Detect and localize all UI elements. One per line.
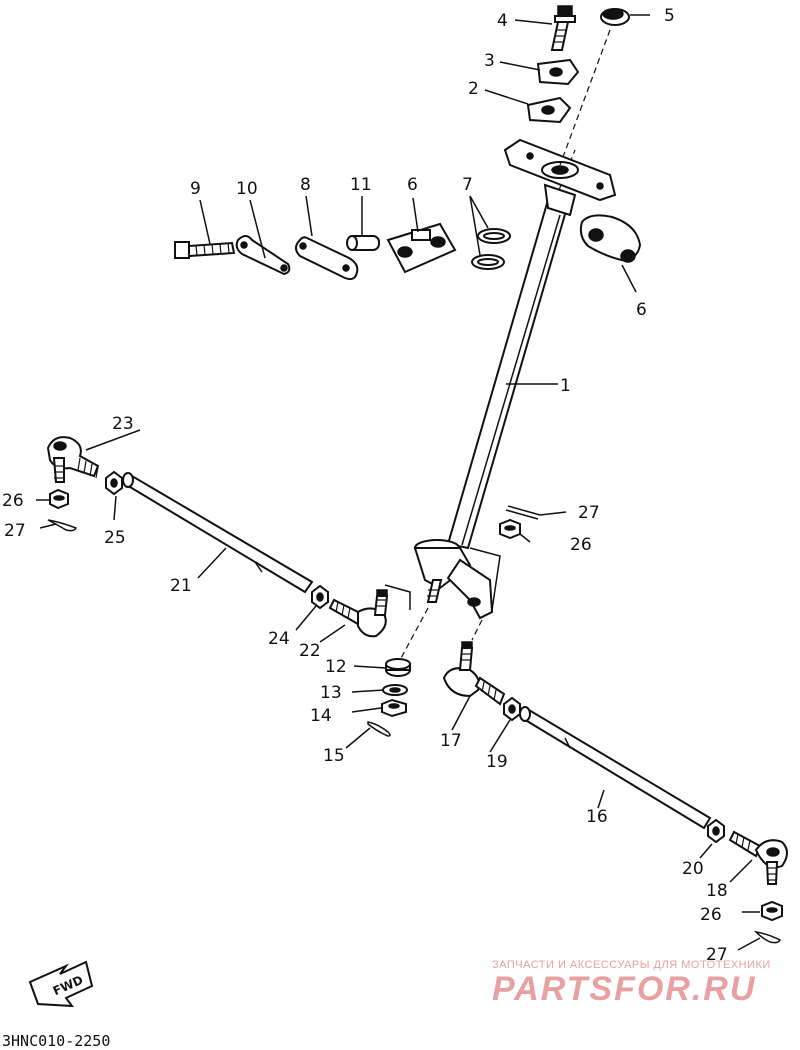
drawing-code: 3HNC010-2250 [2, 1032, 110, 1050]
washer-thirteen [382, 684, 408, 696]
callout-19: 19 [486, 752, 508, 772]
callout-26a: 26 [2, 491, 24, 511]
cap [559, 8, 630, 166]
callout-20: 20 [682, 859, 704, 879]
tie-rod-left [122, 472, 314, 594]
callout-26b: 26 [570, 535, 592, 555]
leader-lines [36, 14, 761, 951]
callout-10: 10 [236, 179, 258, 199]
callout-4: 4 [497, 11, 508, 31]
callout-14: 14 [310, 706, 332, 726]
cotter-pin-left [47, 519, 78, 532]
link-ten [235, 235, 291, 276]
callout-21: 21 [170, 576, 192, 596]
cotter-pin-fifteen [367, 721, 391, 737]
pitman-arm [384, 539, 501, 661]
callout-13: 13 [320, 683, 342, 703]
nut-twenty-four [311, 584, 329, 610]
callout-6a: 6 [407, 175, 418, 195]
nut-twenty-five [105, 470, 123, 496]
tie-rod-end-left [46, 436, 100, 483]
tie-rod-right [519, 706, 712, 830]
cotter-pin-bottom [753, 930, 782, 944]
callout-3: 3 [484, 51, 495, 71]
callout-18: 18 [706, 881, 728, 901]
fwd-arrow: FWD [28, 960, 94, 1008]
callout-22: 22 [299, 641, 321, 661]
nut-twenty-six-bottom [761, 900, 783, 922]
callout-27c: 27 [706, 945, 728, 965]
bolt-nine [174, 241, 236, 259]
bolt-top [550, 5, 576, 51]
tie-rod-end-inner-left [328, 589, 389, 638]
callout-24: 24 [268, 629, 290, 649]
callout-11: 11 [350, 175, 372, 195]
clamp-right [579, 214, 642, 263]
nut-twenty-six-left [49, 488, 69, 510]
clamp-upper [536, 58, 580, 86]
nut-nineteen [503, 696, 521, 722]
callout-1: 1 [560, 376, 571, 396]
bushings [471, 228, 511, 270]
callout-23: 23 [112, 414, 134, 434]
washer-twelve [385, 658, 411, 677]
callout-6b: 6 [636, 300, 647, 320]
callouts: 1 2 3 4 5 6 6 7 8 9 10 11 12 13 14 15 16… [2, 6, 728, 965]
callout-15: 15 [323, 746, 345, 766]
watermark: ЗАПЧАСТИ И АКСЕССУАРЫ ДЛЯ МОТОТЕХНИКИ PA… [492, 959, 771, 1008]
callout-17: 17 [440, 731, 462, 751]
clamp-left [386, 222, 457, 274]
callout-5: 5 [664, 6, 675, 26]
watermark-brand: PARTSFOR.RU [492, 970, 756, 1008]
callout-7: 7 [462, 175, 473, 195]
cotter-pin-upper [505, 505, 541, 520]
nut-twenty [707, 818, 725, 844]
callout-16: 16 [586, 807, 608, 827]
callout-26c: 26 [700, 905, 722, 925]
callout-12: 12 [325, 657, 347, 677]
callout-25: 25 [104, 528, 126, 548]
nut-twenty-six-upper [499, 518, 521, 540]
callout-8: 8 [300, 175, 311, 195]
callout-27b: 27 [578, 503, 600, 523]
tie-rod-end-right [728, 830, 788, 885]
upper-bracket [503, 138, 617, 217]
plate [295, 236, 359, 281]
watermark-tagline: ЗАПЧАСТИ И АКСЕССУАРЫ ДЛЯ МОТОТЕХНИКИ [492, 959, 771, 971]
callout-2: 2 [468, 79, 479, 99]
nut-fourteen [381, 698, 407, 718]
callout-9: 9 [190, 179, 201, 199]
tie-rod-end-inner-right [442, 641, 506, 706]
callout-27a: 27 [4, 521, 26, 541]
clamp-lower [526, 96, 572, 124]
bushing-eleven [346, 235, 380, 251]
